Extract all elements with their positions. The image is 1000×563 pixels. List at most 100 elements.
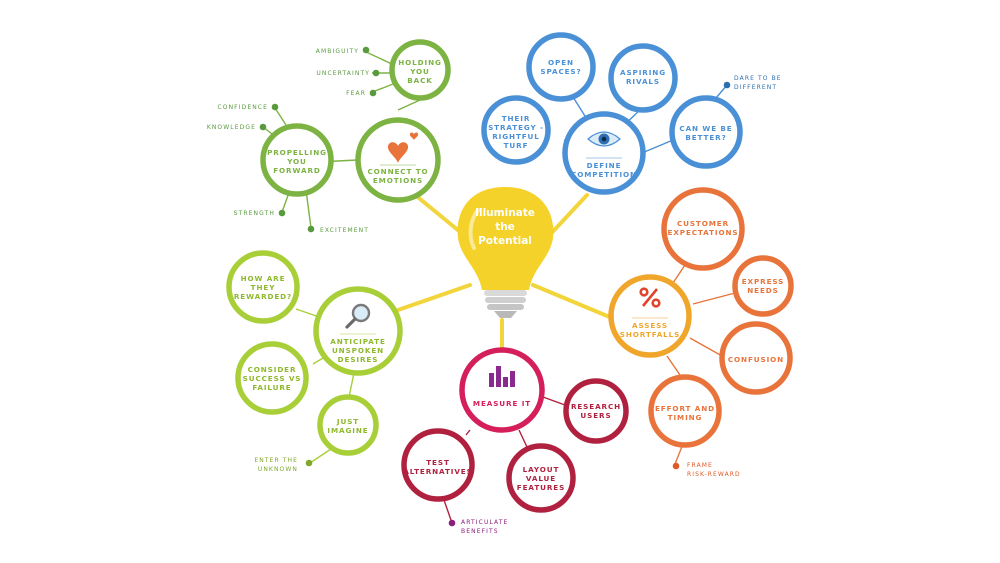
- center-title-line-2: the: [495, 221, 515, 233]
- rewarded-line-1: HOW ARE: [241, 274, 286, 283]
- propelling-line-1: PROPELLING: [267, 148, 327, 157]
- leaf-dot-fear: [369, 89, 377, 97]
- leaf-dot-frame: [672, 462, 680, 470]
- percent-icon: [639, 287, 661, 308]
- cluster-emotions: CONNECT TO EMOTIONS HOLDING YOU BACK PRO…: [207, 39, 451, 234]
- magnifier-icon: [345, 303, 371, 329]
- propelling-line-2: YOU: [286, 157, 307, 166]
- holding-line-1: HOLDING: [398, 58, 442, 67]
- their-strategy-line-2: STRATEGY -: [488, 123, 544, 132]
- light-bulb-center: Illuminate the Potential: [457, 187, 554, 318]
- test-alternatives-line-2: ALTERNATIVES: [403, 467, 472, 476]
- heart-icon: [387, 142, 409, 163]
- open-spaces-line-1: OPEN: [548, 58, 574, 67]
- consider-line-2: SUCCESS VS: [243, 374, 302, 383]
- express-needs-node: [732, 255, 794, 317]
- consider-line-3: FAILURE: [252, 383, 291, 392]
- leaf-dot-enter: [305, 459, 313, 467]
- layout-value-features-node: [506, 443, 576, 513]
- express-needs-line-2: NEEDS: [747, 286, 778, 295]
- rewarded-line-3: REWARDED?: [234, 292, 292, 301]
- bulb-glass-icon: [457, 187, 554, 290]
- can-we-be-better-line-1: CAN WE BE: [679, 124, 732, 133]
- their-strategy-line-3: RIGHTFUL: [492, 132, 540, 141]
- competition-hub-line-2: COMPETITION: [571, 170, 637, 179]
- leaf-dot-confidence: [271, 103, 279, 111]
- effort-and-timing-line-1: EFFORT AND: [655, 404, 715, 413]
- competition-hub-line-1: DEFINE: [587, 161, 622, 170]
- bulb-tip: [494, 311, 517, 318]
- research-users-node: [563, 378, 629, 444]
- customer-expectations-line-1: CUSTOMER: [677, 219, 729, 228]
- open-spaces-line-2: SPACES?: [540, 67, 581, 76]
- their-strategy-line-1: THEIR: [502, 114, 531, 123]
- confusion-node: [719, 321, 793, 395]
- leaf-fear: FEAR: [346, 90, 366, 97]
- desires-hub-line-1: ANTICIPATE: [330, 337, 386, 346]
- desires-hub-line-2: UNSPOKEN: [332, 346, 384, 355]
- layout-line-1: LAYOUT: [523, 465, 560, 474]
- emotions-hub-line-1: CONNECT TO: [367, 167, 428, 176]
- shortfalls-hub-line-1: ASSESS: [632, 321, 668, 330]
- consider-success-node: [235, 341, 309, 415]
- express-needs-line-1: EXPRESS: [742, 277, 785, 286]
- shortfalls-hub: [608, 274, 692, 358]
- open-spaces-node: [526, 32, 596, 102]
- bar-chart-icon: [489, 366, 515, 387]
- leaf-dot-excitement: [307, 225, 315, 233]
- cluster-competition: DEFINE COMPETITION OPEN SPACES? ASPIRING…: [481, 32, 781, 195]
- effort-and-timing-node: [648, 374, 722, 448]
- research-users-line-1: RESEARCH: [571, 402, 621, 411]
- confusion-line-1: CONFUSION: [728, 355, 784, 364]
- leaf-excitement: EXCITEMENT: [320, 227, 369, 234]
- leaf-frame-line-2: RISK-REWARD: [687, 471, 741, 478]
- leaf-strength: STRENGTH: [234, 210, 275, 217]
- spoke-desires: [396, 283, 472, 312]
- leaf-knowledge: KNOWLEDGE: [207, 124, 256, 131]
- their-strategy-node: [481, 95, 551, 165]
- can-we-be-better-node: [669, 95, 743, 169]
- bulb-base-ring-3: [487, 304, 524, 310]
- test-alternatives-node: [401, 428, 475, 502]
- leaf-frame-line-1: FRAME: [687, 462, 713, 469]
- competition-hub: [562, 111, 646, 195]
- eye-icon: [587, 131, 621, 147]
- imagine-line-1: JUST: [336, 417, 359, 426]
- cluster-desires: ANTICIPATE UNSPOKEN DESIRES HOW ARE THEY…: [226, 250, 403, 473]
- leaf-dot-dare: [723, 81, 731, 89]
- measure-hub-line-1: MEASURE IT: [473, 399, 531, 408]
- shortfalls-hub-line-2: SHORTFALLS: [620, 330, 680, 339]
- leaf-articulate-line-2: BENEFITS: [461, 528, 499, 535]
- effort-and-timing-line-2: TIMING: [668, 413, 703, 422]
- center-title-line-3: Potential: [478, 235, 532, 247]
- emotions-hub-line-2: EMOTIONS: [373, 176, 423, 185]
- holding-line-3: BACK: [407, 76, 433, 85]
- leaf-dot-articulate: [448, 519, 456, 527]
- customer-expectations-line-2: EXPECTATIONS: [668, 228, 739, 237]
- customer-expectations-node: [661, 187, 745, 271]
- desires-hub-line-3: DESIRES: [338, 355, 379, 364]
- their-strategy-line-4: TURF: [504, 141, 529, 150]
- test-alternatives-line-1: TEST: [426, 458, 450, 467]
- leaf-articulate-line-1: ARTICULATE: [461, 519, 508, 526]
- leaf-uncertainty: UNCERTAINTY: [316, 70, 370, 77]
- cluster-shortfalls: ASSESS SHORTFALLS CUSTOMER EXPECTATIONS …: [608, 187, 794, 478]
- layout-line-2: VALUE: [526, 474, 556, 483]
- consider-line-1: CONSIDER: [248, 365, 297, 374]
- leaf-dot-strength: [278, 209, 286, 217]
- just-imagine-node: [317, 394, 379, 456]
- small-heart-icon: [409, 132, 419, 140]
- rewarded-line-2: THEY: [251, 283, 276, 292]
- aspiring-rivals-node: [608, 43, 678, 113]
- bulb-base-ring-1: [484, 290, 527, 296]
- layout-line-3: FEATURES: [517, 483, 565, 492]
- leaf-ambiguity: AMBIGUITY: [316, 48, 359, 55]
- imagine-line-2: IMAGINE: [327, 426, 368, 435]
- aspiring-rivals-line-1: ASPIRING: [620, 68, 666, 77]
- center-title-line-1: Illuminate: [475, 207, 535, 219]
- can-we-be-better-line-2: BETTER?: [685, 133, 726, 142]
- spoke-shortfalls: [531, 283, 614, 320]
- bulb-base-ring-2: [485, 297, 526, 303]
- leaf-dot-ambiguity: [362, 46, 370, 54]
